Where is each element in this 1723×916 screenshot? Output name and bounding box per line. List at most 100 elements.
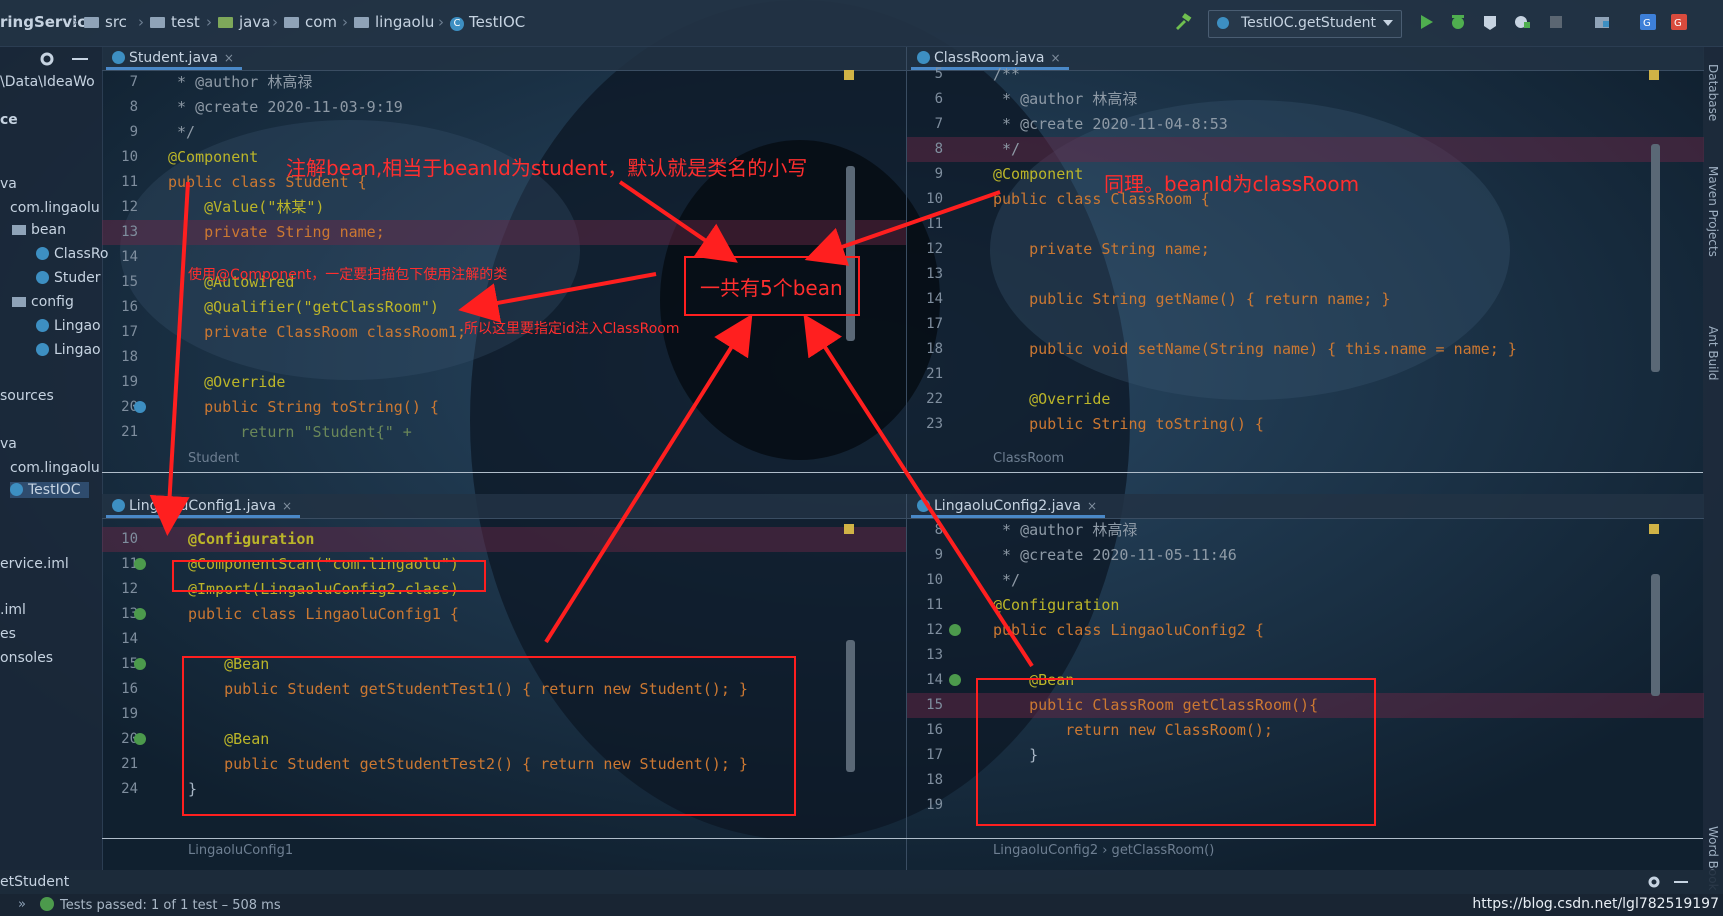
code-line: 16 public Student getStudentTest1() { re… <box>121 680 748 698</box>
translate-alt-icon[interactable]: G <box>1670 13 1688 31</box>
editor-breadcrumb[interactable]: LingaoluConfig1 <box>188 843 294 858</box>
code-line: 13 <box>926 647 943 663</box>
code-line: 12 private String name; <box>926 240 1210 258</box>
breadcrumb-lingaolu[interactable]: lingaolu <box>354 13 434 31</box>
tree-item[interactable]: ervice.iml <box>0 556 69 572</box>
tree-item[interactable]: es <box>0 626 16 642</box>
database-tool-tab[interactable]: Database <box>1706 64 1720 122</box>
tree-item-config1[interactable]: Lingao <box>36 318 101 334</box>
editor-breadcrumb[interactable]: Student <box>188 451 240 466</box>
tree-item-testioc[interactable]: TestIOC <box>10 482 89 498</box>
close-icon[interactable]: × <box>281 499 293 513</box>
project-structure-icon[interactable] <box>1593 13 1611 31</box>
gear-icon[interactable] <box>38 50 56 68</box>
code-line: 10 */ <box>926 571 1021 589</box>
pane-divider[interactable] <box>102 838 1703 839</box>
tree-item-student[interactable]: Studer <box>36 270 101 286</box>
tree-item[interactable]: sources <box>0 388 54 404</box>
code-line: 7 * @author 林高禄 <box>129 73 313 91</box>
debug-icon[interactable] <box>1449 13 1467 31</box>
bean-gutter-icon[interactable] <box>134 608 146 620</box>
class-icon <box>36 319 49 332</box>
arrow-classroom-to-total <box>804 190 1001 266</box>
stop-icon[interactable] <box>1547 13 1565 31</box>
tree-item-package[interactable]: com.lingaolu <box>10 200 100 216</box>
profile-icon[interactable] <box>1513 13 1531 31</box>
gear-icon[interactable] <box>1646 874 1662 890</box>
code-line: 15 @Autowired <box>121 273 295 291</box>
editor-breadcrumb[interactable]: LingaoluConfig2 › getClassRoom() <box>993 843 1215 858</box>
code-line: 14 public String getName() { return name… <box>926 290 1391 308</box>
code-line: 21 return "Student{" + <box>121 423 412 441</box>
close-icon[interactable]: × <box>223 51 234 65</box>
breadcrumb-project[interactable]: ringService <box>0 13 97 31</box>
build-hammer-icon[interactable] <box>1174 13 1192 31</box>
close-icon[interactable]: × <box>1086 499 1098 513</box>
translate-icon[interactable]: G <box>1639 13 1657 31</box>
editor-breadcrumb[interactable]: ClassRoom <box>993 451 1065 466</box>
tab-config2-java[interactable]: LingaoluConfig2.java× <box>911 494 1106 518</box>
maven-tool-tab[interactable]: Maven Projects <box>1706 166 1720 257</box>
tree-item[interactable]: onsoles <box>0 650 54 666</box>
pane-divider[interactable] <box>102 472 1703 473</box>
inspection-marker[interactable] <box>1649 524 1659 534</box>
test-status: Tests passed: 1 of 1 test – 508 ms <box>40 897 281 913</box>
svg-text:G: G <box>1643 18 1651 29</box>
code-line: 8 * @author 林高禄 <box>934 521 1138 539</box>
minimize-icon[interactable] <box>72 58 88 60</box>
bean-gutter-icon[interactable] <box>949 674 961 686</box>
code-line: 22 @Override <box>926 390 1111 408</box>
tree-item[interactable]: .iml <box>0 602 26 618</box>
scrollbar[interactable] <box>846 166 855 341</box>
tab-classroom-java[interactable]: ClassRoom.java× <box>911 46 1069 70</box>
breadcrumb-java[interactable]: java <box>218 13 270 31</box>
breadcrumb-test[interactable]: test <box>150 13 200 31</box>
config1-beans-box <box>182 656 796 816</box>
tree-item-classroom[interactable]: ClassRo <box>36 246 109 262</box>
tree-item[interactable]: va <box>0 436 17 452</box>
project-panel: \Data\IdeaWo ce va com.lingaolu bean Cla… <box>0 46 109 870</box>
code-line: 23 public String toString() { <box>926 415 1264 433</box>
scrollbar[interactable] <box>1651 144 1660 372</box>
code-line-current: 10@Configuration <box>102 527 906 552</box>
breadcrumb-com[interactable]: com <box>284 13 337 31</box>
package-icon <box>354 17 369 28</box>
inspection-marker[interactable] <box>844 524 854 534</box>
coverage-icon[interactable] <box>1481 13 1499 31</box>
tree-item-bean[interactable]: bean <box>12 222 66 238</box>
editor-pane-config2: LingaoluConfig2.java× 8 * @author 林高禄 9 … <box>906 494 1704 870</box>
run-configuration-select[interactable]: TestIOC.getStudent <box>1208 10 1402 38</box>
class-icon <box>112 499 125 512</box>
folder-icon <box>150 17 165 28</box>
run-tool-bar: etStudent <box>0 870 1723 894</box>
bean-gutter-icon[interactable] <box>134 733 146 745</box>
tree-item-package[interactable]: com.lingaolu <box>10 460 100 476</box>
chevron-right-icon[interactable]: » <box>18 897 26 912</box>
inspection-marker[interactable] <box>844 70 854 80</box>
run-icon[interactable] <box>1417 13 1435 31</box>
class-icon <box>36 343 49 356</box>
tree-item-config2[interactable]: Lingao <box>36 342 101 358</box>
chevron-down-icon <box>1383 20 1393 26</box>
search-gutter-icon[interactable] <box>134 558 146 570</box>
tree-item-config[interactable]: config <box>12 294 74 310</box>
tab-student-java[interactable]: Student.java× <box>106 46 242 70</box>
class-icon <box>917 51 930 64</box>
scrollbar[interactable] <box>1651 574 1660 696</box>
breadcrumb-src[interactable]: src <box>84 13 127 31</box>
code-line: 11@Configuration <box>926 596 1120 614</box>
minimize-icon[interactable] <box>1674 881 1688 883</box>
override-gutter-icon[interactable] <box>134 401 146 413</box>
bean-gutter-icon[interactable] <box>134 658 146 670</box>
scrollbar[interactable] <box>846 640 855 772</box>
close-icon[interactable]: × <box>1050 51 1061 65</box>
tree-item[interactable]: ce <box>0 112 18 128</box>
ant-tool-tab[interactable]: Ant Build <box>1706 326 1720 381</box>
tree-item[interactable]: va <box>0 176 17 192</box>
code-line: 5/** <box>934 65 1021 83</box>
run-tab-label[interactable]: etStudent <box>0 874 70 890</box>
bean-gutter-icon[interactable] <box>949 624 961 636</box>
inspection-marker[interactable] <box>1649 70 1659 80</box>
folder-icon <box>84 17 99 28</box>
